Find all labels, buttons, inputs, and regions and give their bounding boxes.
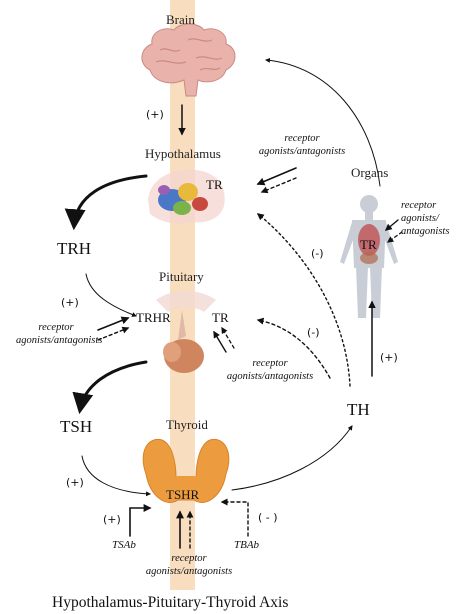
pituitary-receptor-arrow: [213, 330, 227, 353]
tshr-label: TSHR: [166, 487, 200, 502]
thyroid-label: Thyroid: [166, 417, 208, 432]
trhr-label: TRHR: [136, 310, 171, 325]
brain-illustration: [141, 23, 236, 97]
trh-stimulation-sign: (+): [61, 296, 79, 309]
trh-label: TRH: [57, 239, 91, 258]
tbab-inhibition-sign: ( - ): [258, 511, 278, 524]
hypothalamus-illustration: [148, 169, 225, 224]
tsab-stimulation-sign: (+): [103, 513, 121, 526]
trh-agonist-arrow: [97, 316, 130, 331]
thyroid-to-th-arrow: [231, 425, 353, 491]
trh-antagonist-arrow: [97, 326, 130, 341]
hypothalamus-agonist-arrow: [256, 167, 297, 186]
hypothalamus-antagonist-arrow: [260, 177, 297, 194]
trh-agonists-label: receptor agonists/antagonists: [16, 322, 103, 346]
pituitary-receptor-dashed-arrow: [221, 326, 235, 349]
organs-agonists-line1: receptor: [401, 200, 437, 211]
organs-agonist-arrow: [384, 219, 399, 231]
th-label: TH: [347, 400, 370, 419]
hypothalamus-tr-label: TR: [206, 177, 223, 192]
th-organs-sign: (+): [380, 351, 398, 364]
hypothalamus-to-trh-arrow: [64, 174, 148, 231]
hypothalamus-label: Hypothalamus: [145, 146, 221, 161]
thyroid-illustration: [142, 438, 230, 503]
tsh-label: TSH: [60, 417, 93, 436]
organs-tr-label: TR: [360, 237, 377, 252]
tsab-label: TSAb: [112, 539, 136, 551]
organs-label: Organs: [351, 165, 389, 180]
tsab-arrow: [129, 504, 152, 537]
th-feedback-hypothalamus-arrow: [256, 213, 351, 387]
th-feedback-pituitary-arrow: [256, 317, 331, 379]
pituitary-to-tsh-arrow: [72, 360, 148, 415]
arrows: [64, 57, 403, 549]
pituitary-tr-label: TR: [212, 310, 229, 325]
feedback-hypothalamus-sign: (-): [311, 247, 324, 260]
hypothalamus-agonists-label: receptor agonists/antagonists: [258, 133, 346, 157]
trh-to-pituitary-arrow: [85, 273, 137, 317]
diagram-title: Hypothalamus-Pituitary-Thyroid Axis: [52, 594, 289, 611]
tbab-label: TBAb: [234, 539, 260, 551]
body-figure: [340, 195, 398, 318]
pituitary-label: Pituitary: [159, 269, 204, 284]
tbab-arrow: [220, 498, 249, 537]
organs-agonists-line2: agonists/: [401, 213, 439, 224]
pituitary-illustration: [156, 291, 216, 373]
tsh-to-thyroid-arrow: [81, 455, 151, 497]
thyroid-agonists-label: receptor agonists/antagonists: [145, 553, 233, 577]
pituitary-agonists-label: receptor agonists/antagonists: [226, 358, 314, 382]
organs-antagonist-arrow: [386, 231, 403, 243]
brain-label: Brain: [166, 12, 195, 27]
tsh-stimulation-sign: (+): [66, 476, 84, 489]
feedback-pituitary-sign: (-): [307, 326, 320, 339]
organs-agonists-line3: antagonists: [401, 226, 450, 237]
organs-to-brain-arrow: [265, 57, 381, 187]
brain-hypothalamus-sign: (+): [146, 108, 164, 121]
